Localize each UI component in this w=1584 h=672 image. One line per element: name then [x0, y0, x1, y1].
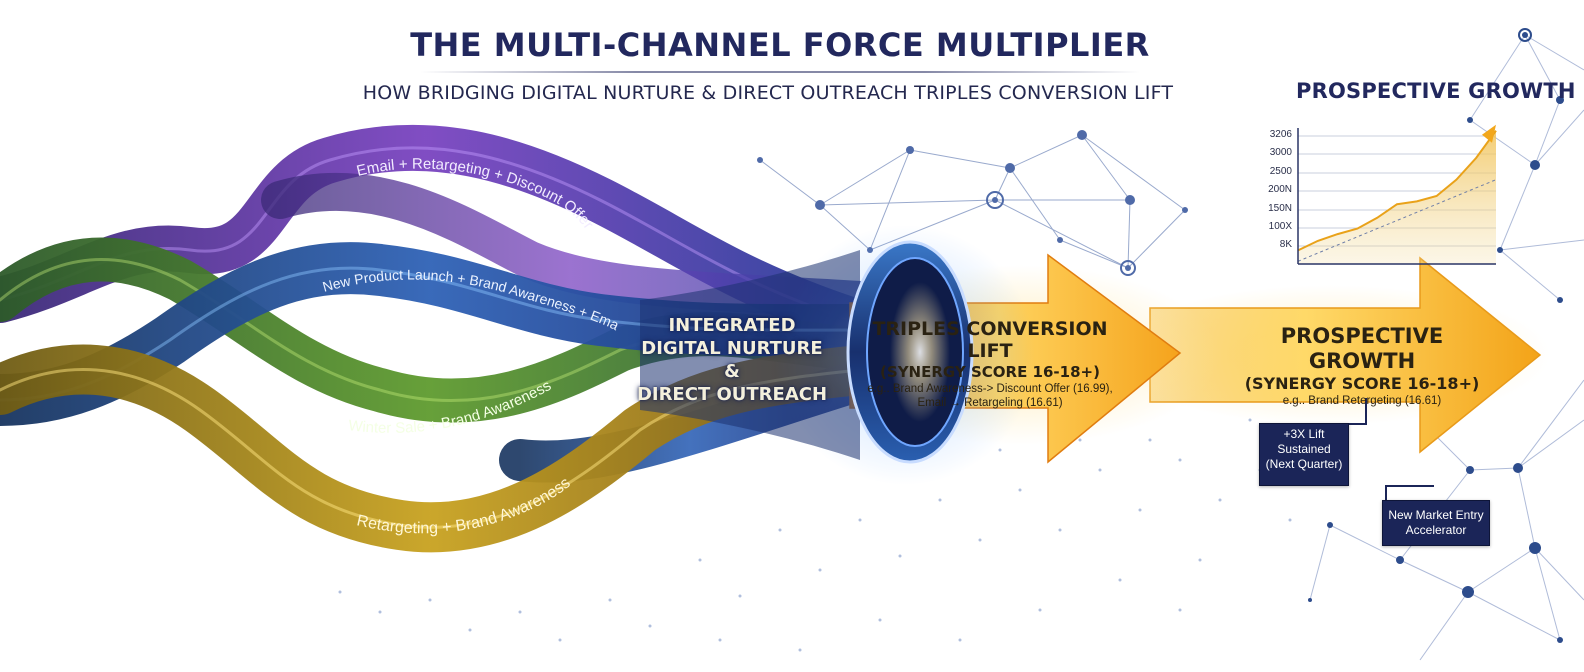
- note-market-line-2: Accelerator: [1405, 523, 1467, 537]
- page-title: THE MULTI-CHANNEL FORCE MULTIPLIER: [410, 26, 1150, 64]
- ribbon-label-green: Winter Sale + Brand Awareness: [348, 377, 555, 437]
- growth-area: [1298, 130, 1496, 264]
- funnel-label-line-1: INTEGRATED: [668, 315, 796, 336]
- network-graph-right: [1309, 34, 1584, 661]
- integration-funnel: [640, 225, 1035, 485]
- y-tick-label: 100X: [1268, 221, 1292, 232]
- arrow-primary-text: TRIPLES CONVERSION LIFT (SYNERGY SCORE 1…: [850, 318, 1130, 410]
- funnel-label: INTEGRATED DIGITAL NURTURE & DIRECT OUTR…: [632, 314, 832, 406]
- note-connectors: [1349, 398, 1434, 500]
- arrow-prospective-growth: [1110, 256, 1550, 454]
- arrow-secondary-text: PROSPECTIVE GROWTH (SYNERGY SCORE 16-18+…: [1232, 324, 1492, 408]
- arrow-secondary-example: e.g.. Brand Retergeting (16.61): [1282, 395, 1442, 407]
- y-tick-label: 3206: [1269, 129, 1292, 140]
- y-tick-label: 200N: [1268, 184, 1292, 195]
- funnel-label-line-3: DIRECT OUTREACH: [636, 384, 828, 405]
- note-new-market-entry: New Market Entry Accelerator: [1382, 500, 1490, 546]
- growth-chart-title: PROSPECTIVE GROWTH: [1296, 79, 1576, 103]
- page-subtitle: HOW BRIDGING DIGITAL NURTURE & DIRECT OU…: [362, 82, 1174, 104]
- note-lift-line-3: (Next Quarter): [1265, 457, 1343, 471]
- arrow-secondary-heading: PROSPECTIVE GROWTH: [1280, 324, 1444, 373]
- network-nodes-center: [757, 130, 1188, 276]
- arrow-secondary-score: (SYNERGY SCORE 16-18+): [1244, 374, 1480, 393]
- note-lift-sustained: +3X Lift Sustained (Next Quarter): [1259, 423, 1349, 486]
- network-nodes-right: [1308, 28, 1564, 643]
- arrow-primary-score: (SYNERGY SCORE 16-18+): [880, 363, 1100, 381]
- note-lift-line-2: Sustained: [1277, 442, 1331, 456]
- growth-chart: [1297, 124, 1497, 265]
- ribbon-label-blue: New Product Launch + Brand Awareness + E…: [0, 0, 622, 333]
- ribbon-label-gold: Retargeting + Brand Awareness: [355, 474, 573, 537]
- title-divider: [420, 71, 1140, 73]
- growth-arrowhead: [1482, 124, 1496, 143]
- y-tick-label: 3000: [1269, 147, 1292, 158]
- y-tick-label: 150N: [1268, 203, 1292, 214]
- arrow-primary-heading: TRIPLES CONVERSION LIFT: [872, 318, 1108, 362]
- funnel-label-line-2: DIGITAL NURTURE &: [641, 338, 823, 382]
- note-lift-line-1: +3X Lift: [1283, 427, 1325, 441]
- growth-line: [1297, 130, 1497, 252]
- arrow-primary-example-2: Email → Retargeling (16.61): [917, 397, 1063, 409]
- y-tick-label: 8K: [1279, 239, 1292, 250]
- arrow-primary-example-1: e.g.. Brand Awareness-> Discount Offer (…: [867, 383, 1113, 395]
- ribbon-label-purple: Email + Retargeting + Discount Offer: [355, 156, 597, 233]
- note-market-line-1: New Market Entry: [1388, 508, 1484, 522]
- y-tick-label: 2500: [1269, 166, 1292, 177]
